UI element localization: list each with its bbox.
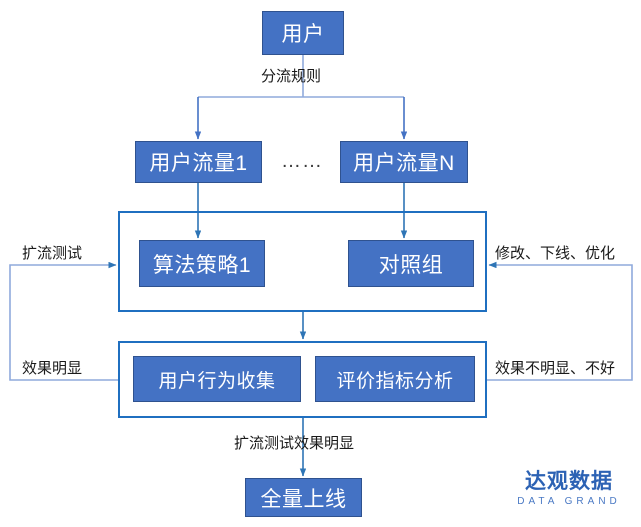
ellipsis-between-traffic-nodes: …… (281, 150, 323, 172)
node-metric-analysis[interactable]: 评价指标分析 (315, 356, 475, 402)
edge-label-expand-test: 扩流测试 (22, 245, 83, 262)
node-control-group-label: 对照组 (378, 253, 444, 277)
group-analysis (118, 341, 487, 418)
brand-logo: 达观数据 DATA GRAND (509, 470, 629, 507)
node-control-group[interactable]: 对照组 (348, 240, 474, 287)
node-metric-analysis-label: 评价指标分析 (336, 370, 454, 392)
edge-label-modify-offline-optimize: 修改、下线、优化 (495, 245, 616, 262)
edge-label-effect-not-obvious: 效果不明显、不好 (495, 360, 616, 377)
node-user-behavior-collection[interactable]: 用户行为收集 (133, 356, 301, 402)
node-strategy-1[interactable]: 算法策略1 (139, 240, 265, 287)
node-full-launch-label: 全量上线 (260, 487, 347, 511)
group-strategy-experiment (118, 211, 487, 312)
node-user-label: 用户 (281, 23, 325, 46)
node-traffic-n[interactable]: 用户流量N (340, 141, 468, 183)
node-strategy-1-label: 算法策略1 (152, 253, 252, 277)
node-traffic-1[interactable]: 用户流量1 (135, 141, 262, 183)
edge-label-expand-test-effect-obvious: 扩流测试效果明显 (234, 435, 355, 452)
edge-label-effect-obvious: 效果明显 (22, 360, 83, 377)
node-full-launch[interactable]: 全量上线 (245, 478, 362, 517)
node-user-behavior-collection-label: 用户行为收集 (158, 370, 276, 392)
brand-logo-cn: 达观数据 (525, 470, 613, 493)
brand-logo-en: DATA GRAND (517, 496, 621, 508)
node-traffic-1-label: 用户流量1 (149, 152, 248, 175)
node-user[interactable]: 用户 (262, 11, 344, 55)
edge-label-split-rule: 分流规则 (261, 68, 322, 85)
node-traffic-n-label: 用户流量N (353, 152, 455, 175)
